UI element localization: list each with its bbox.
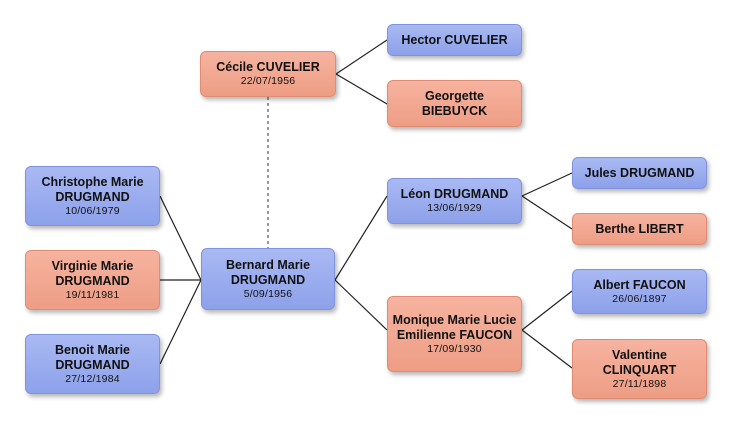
person-name: Benoit Marie DRUGMAND bbox=[54, 342, 130, 372]
person-node-virginie-drugmand[interactable]: Virginie Marie DRUGMAND 19/11/1981 bbox=[25, 250, 160, 310]
person-name: Léon DRUGMAND bbox=[400, 187, 509, 201]
child-line bbox=[159, 279, 202, 365]
person-name: Virginie Marie DRUGMAND bbox=[51, 258, 134, 288]
parent-line bbox=[521, 329, 573, 369]
parent-line bbox=[334, 279, 388, 331]
person-node-albert-faucon[interactable]: Albert FAUCON 26/06/1897 bbox=[572, 269, 707, 314]
person-name: Cécile CUVELIER bbox=[216, 60, 320, 74]
person-date: 19/11/1981 bbox=[65, 288, 120, 301]
person-node-leon-drugmand[interactable]: Léon DRUGMAND 13/06/1929 bbox=[387, 178, 522, 224]
person-node-valentine-clinquart[interactable]: Valentine CLINQUART 27/11/1898 bbox=[572, 339, 707, 399]
person-date: 27/11/1898 bbox=[612, 377, 667, 390]
person-node-hector-cuvelier[interactable]: Hector CUVELIER bbox=[387, 24, 522, 56]
person-name: Bernard Marie DRUGMAND bbox=[225, 257, 311, 287]
parent-line bbox=[334, 195, 388, 281]
person-node-berthe-libert[interactable]: Berthe LIBERT bbox=[572, 213, 707, 245]
person-node-cecile-cuvelier[interactable]: Cécile CUVELIER 22/07/1956 bbox=[200, 51, 336, 97]
person-date: 17/09/1930 bbox=[427, 342, 482, 355]
child-line bbox=[159, 195, 202, 281]
parent-line bbox=[335, 73, 388, 105]
person-date: 13/06/1929 bbox=[427, 202, 482, 214]
person-name: Monique Marie Lucie Emilienne FAUCON bbox=[392, 312, 517, 342]
person-date: 10/06/1979 bbox=[65, 204, 120, 217]
parent-line bbox=[521, 290, 573, 331]
person-name: Christophe Marie DRUGMAND bbox=[41, 174, 144, 204]
person-name: Georgette BIEBUYCK bbox=[421, 88, 488, 118]
person-node-jules-drugmand[interactable]: Jules DRUGMAND bbox=[572, 157, 707, 189]
person-node-benoit-drugmand[interactable]: Benoit Marie DRUGMAND 27/12/1984 bbox=[25, 334, 160, 394]
person-date: 22/07/1956 bbox=[240, 75, 296, 87]
person-name: Albert FAUCON bbox=[593, 277, 686, 292]
person-date: 5/09/1956 bbox=[243, 287, 293, 300]
person-name: Valentine CLINQUART bbox=[602, 347, 677, 377]
person-name: Berthe LIBERT bbox=[595, 221, 684, 236]
parent-line bbox=[335, 39, 388, 75]
person-node-georgette-biebuyck[interactable]: Georgette BIEBUYCK bbox=[387, 80, 522, 127]
parent-line bbox=[521, 195, 573, 230]
person-node-bernard-drugmand[interactable]: Bernard Marie DRUGMAND 5/09/1956 bbox=[201, 248, 335, 310]
parent-line bbox=[521, 172, 573, 197]
person-node-christophe-drugmand[interactable]: Christophe Marie DRUGMAND 10/06/1979 bbox=[25, 166, 160, 226]
person-date: 27/12/1984 bbox=[65, 372, 120, 385]
person-name: Jules DRUGMAND bbox=[584, 165, 695, 180]
person-name: Hector CUVELIER bbox=[401, 32, 508, 47]
person-node-monique-faucon[interactable]: Monique Marie Lucie Emilienne FAUCON 17/… bbox=[387, 296, 522, 372]
person-date: 26/06/1897 bbox=[612, 292, 667, 305]
